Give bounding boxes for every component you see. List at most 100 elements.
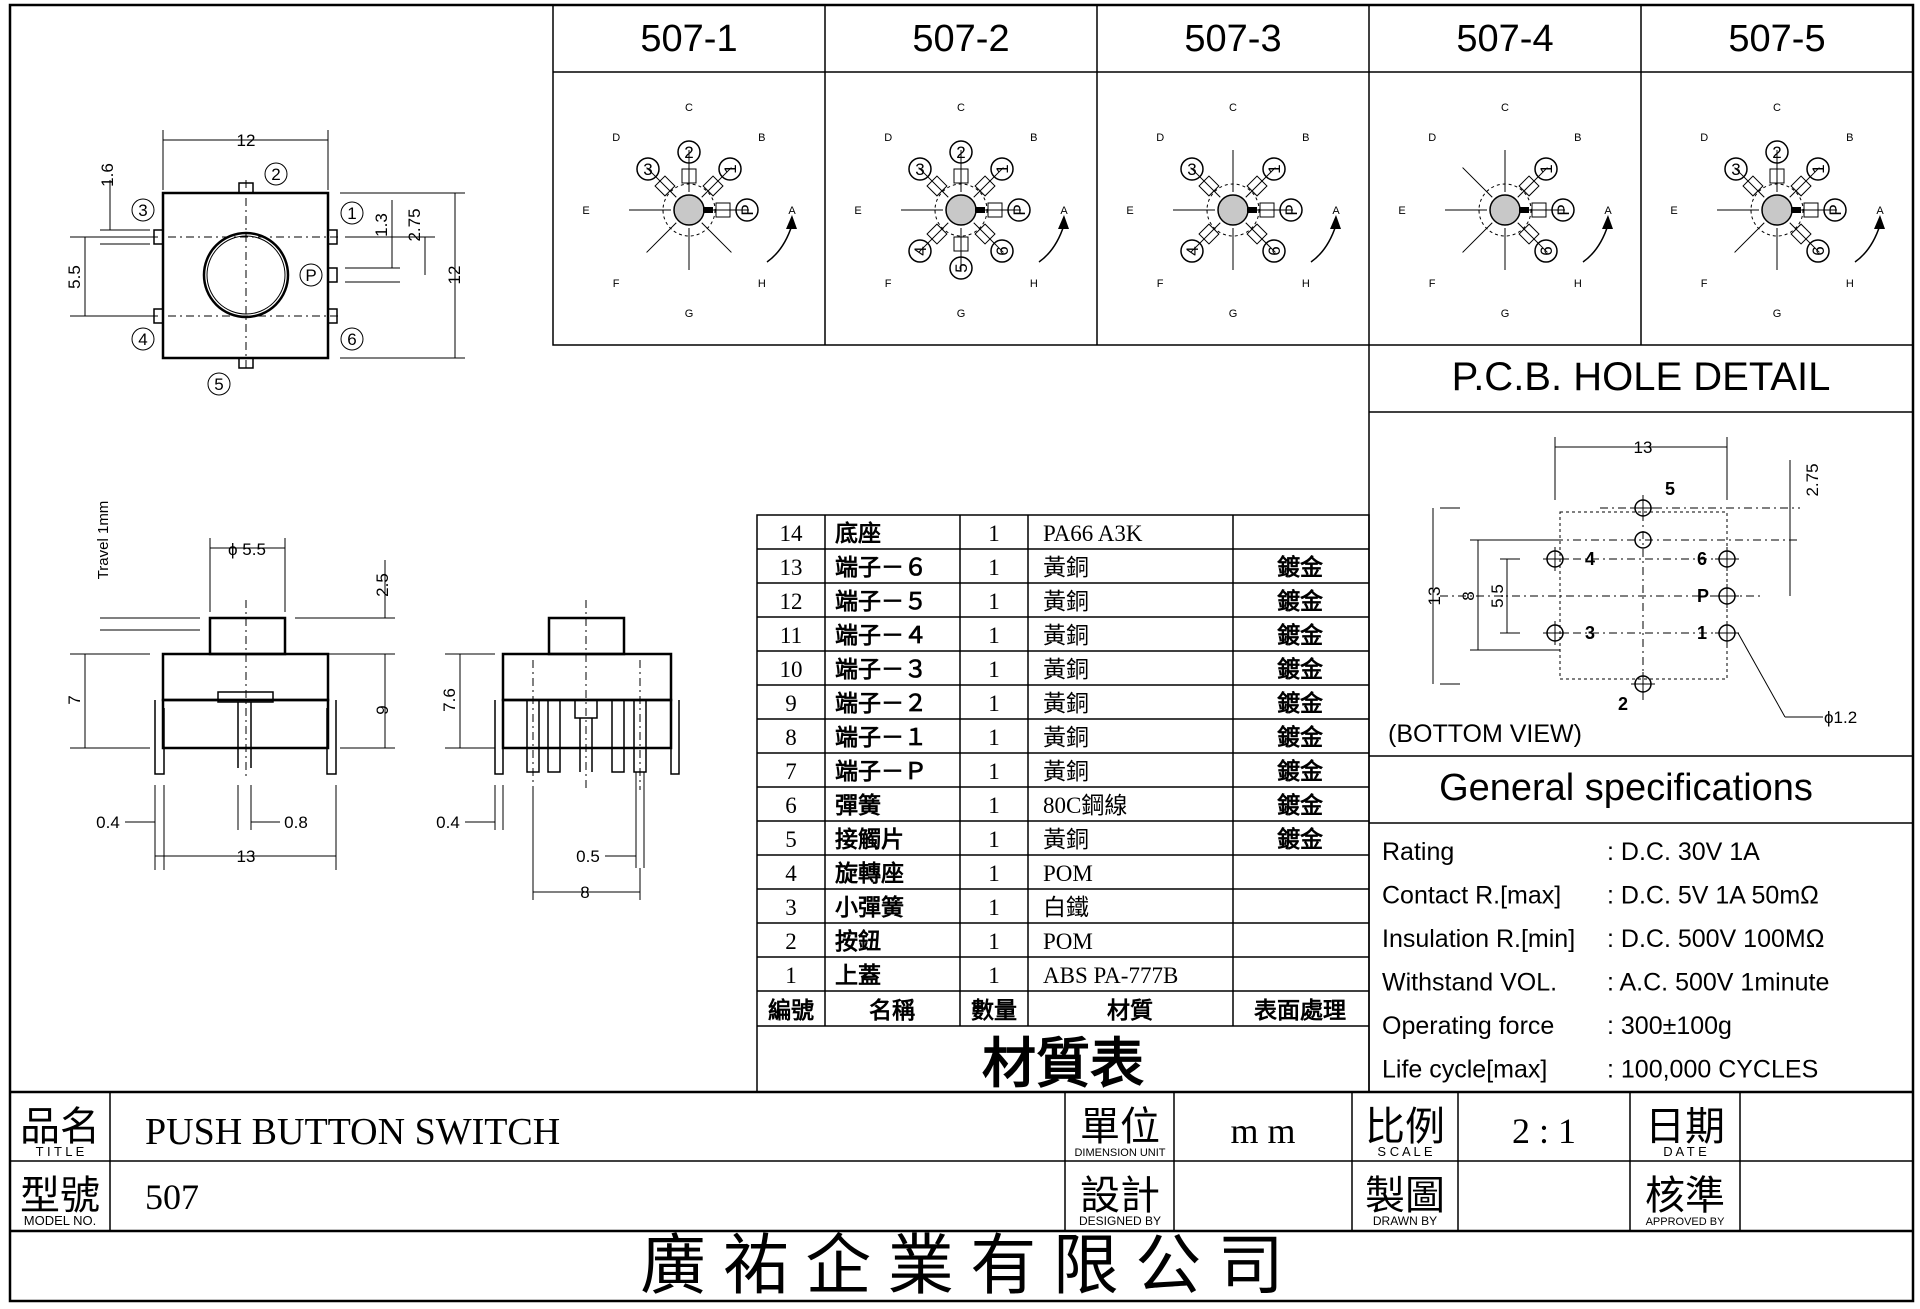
bom-cell: 1 — [988, 929, 1000, 954]
bom-cell: 黃銅 — [1043, 691, 1089, 716]
scale-label-en: S C A L E — [1377, 1144, 1432, 1159]
rotation-arrow — [766, 224, 793, 263]
dial-contact — [1769, 168, 1785, 184]
dial-number-circle — [949, 256, 973, 280]
bom-cell: 1 — [988, 521, 1000, 546]
spec-row: Contact R.[max]: D.C. 5V 1A 50mΩ — [1382, 882, 1819, 910]
design-label: 設計 — [1080, 1173, 1160, 1218]
bom-cell: 端子－４ — [835, 623, 927, 648]
pin-label: 5 — [214, 375, 223, 394]
dial-number-circle — [735, 198, 759, 222]
dial-letter: D — [1428, 132, 1436, 144]
dial-letter: E — [1398, 205, 1405, 217]
dial-number-circle — [990, 157, 1014, 181]
dial-letter: B — [1030, 132, 1037, 144]
dial-ring — [1206, 183, 1260, 237]
dial-number-circle — [677, 140, 701, 164]
dial-letter: C — [1501, 102, 1509, 114]
pin-label: 3 — [138, 201, 147, 220]
bom-cell: 鍍金 — [1276, 656, 1324, 682]
dim-label: 0.4 — [436, 813, 460, 832]
top-view: 12 12 1.6 5.5 1.3 2.75 2 3 1 P 4 6 5 — [65, 130, 465, 396]
dial-number: P — [1554, 204, 1573, 215]
dial-ring — [1478, 183, 1532, 237]
dial-contact — [654, 175, 676, 197]
spec-row: Life cycle[max]: 100,000 CYCLES — [1382, 1056, 1818, 1084]
bom-cell: 鍍金 — [1276, 792, 1324, 818]
spec-value: : D.C. 30V 1A — [1607, 838, 1760, 866]
dial-number-circle — [1724, 157, 1748, 181]
dim-label: 13 — [1634, 438, 1653, 457]
dial-number-circle — [1279, 198, 1303, 222]
pcb-title: P.C.B. HOLE DETAIL — [1452, 355, 1831, 399]
bom-cell: 黃銅 — [1043, 623, 1089, 648]
spec-name: Operating force — [1382, 1012, 1554, 1040]
bom-header-cell: 編號 — [768, 997, 814, 1023]
date-label: 日期 — [1645, 1104, 1725, 1149]
dial-ray — [973, 222, 1004, 253]
dial-letter: B — [758, 132, 765, 144]
spec-row: Operating force: 300±100g — [1382, 1012, 1732, 1040]
spec-name: Withstand VOL. — [1382, 969, 1557, 997]
bom-cell: 鍍金 — [1276, 588, 1324, 614]
dial-number-circle — [908, 157, 932, 181]
dial-contact — [1531, 202, 1547, 218]
dial-letter: A — [1876, 205, 1884, 217]
dial-pointer — [703, 207, 713, 213]
dial-contact — [1246, 223, 1268, 245]
dial-number-circle — [1806, 157, 1830, 181]
rotation-arrow-head — [1602, 215, 1613, 229]
dial-hub — [673, 194, 705, 226]
bom-cell: 旋轉座 — [835, 860, 904, 886]
drawn-label: 製圖 — [1365, 1173, 1445, 1218]
rotation-arrow-head — [1330, 215, 1341, 229]
dial-number: 4 — [1183, 246, 1202, 255]
dial-letter: H — [1846, 278, 1854, 290]
unit-value: m m — [1230, 1111, 1295, 1151]
spec-value: : 100,000 CYCLES — [1607, 1056, 1818, 1084]
dial-contact — [1742, 175, 1764, 197]
spec-row: Rating: D.C. 30V 1A — [1382, 838, 1760, 866]
bom-cell: 7 — [785, 759, 797, 784]
dial-letter: F — [613, 278, 620, 290]
dial-contact — [715, 202, 731, 218]
approve-label: 核準 — [1645, 1173, 1725, 1218]
dial-letter: C — [1229, 102, 1237, 114]
bom-cell: 接觸片 — [835, 827, 904, 852]
dial-number-circle — [1534, 157, 1558, 181]
dim-label: 8 — [1459, 591, 1478, 600]
bom-header-cell: 表面處理 — [1254, 998, 1346, 1023]
dial-contact — [953, 168, 969, 184]
pin-label: 2 — [271, 165, 280, 184]
dim-label: Travel 1mm — [95, 501, 112, 580]
dial-ring — [934, 183, 988, 237]
bom-cell: 鍍金 — [1276, 690, 1324, 716]
pcb-pin-label: 5 — [1665, 479, 1675, 499]
dial-ray — [1517, 222, 1548, 253]
dial-contact — [1803, 202, 1819, 218]
pin-label: 6 — [347, 330, 356, 349]
title-value: PUSH BUTTON SWITCH — [145, 1111, 560, 1153]
scale-label: 比例 — [1365, 1104, 1445, 1149]
dim-label: 0.4 — [96, 813, 120, 832]
dim-label: 7 — [65, 695, 84, 704]
dial-contact — [926, 175, 948, 197]
approve-label-en: APPROVED BY — [1646, 1216, 1726, 1228]
dial-contact — [1246, 175, 1268, 197]
spec-name: Contact R.[max] — [1382, 882, 1561, 910]
dial-hub — [945, 194, 977, 226]
pcb-panel: P.C.B. HOLE DETAIL 13 8 5.5 13 2.75 ϕ1.2… — [1368, 345, 1913, 1092]
pcb-pin-label: 4 — [1585, 549, 1595, 569]
dim-label: 5.5 — [1488, 584, 1507, 608]
bom-cell: 端子－５ — [835, 589, 927, 614]
rotation-arrow — [1038, 224, 1065, 263]
dial-letter: E — [582, 205, 589, 217]
dial-number-circle — [1534, 239, 1558, 263]
spec-row: Insulation R.[min]: D.C. 500V 100MΩ — [1382, 925, 1824, 953]
